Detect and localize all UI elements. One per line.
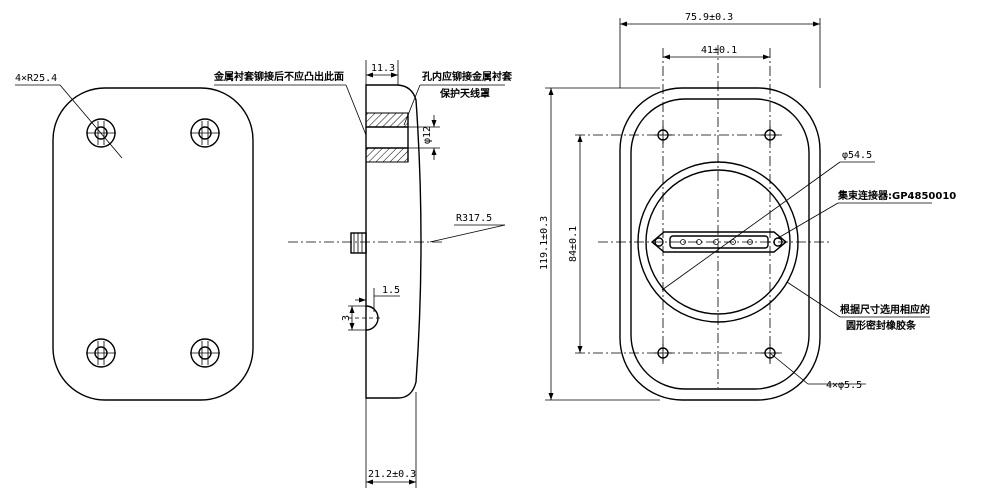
dim-notch-depth: 1.5 — [382, 285, 400, 296]
note-seal-line2: 圆形密封橡胶条 — [846, 319, 917, 332]
side-view-hatch-top — [365, 112, 409, 128]
corner-radius-label: 4×R25.4 — [15, 73, 57, 84]
side-view-connector-stub — [350, 232, 367, 254]
front-view: 4×R25.4 — [15, 73, 254, 401]
dim-total-thickness: 21.2±0.3 — [368, 469, 416, 480]
note-metal-sleeve: 金属衬套铆接后不应凸出此面 — [213, 70, 344, 83]
radius-leader-diagonal — [59, 84, 123, 159]
front-mount-hole-bottom-left — [86, 338, 116, 368]
side-view: 11.3 金属衬套铆接后不应凸出此面 孔内应铆接金属衬套 保护天线罩 φ12 R… — [213, 60, 513, 488]
note-hole-line2: 保护天线罩 — [439, 87, 490, 100]
bundle-connector — [650, 231, 788, 253]
dim-curvature-radius: R317.5 — [456, 213, 492, 224]
back-view-outer-outline — [619, 87, 821, 401]
dim-hole-diameter: φ12 — [422, 126, 433, 144]
side-view-body-outline — [365, 84, 422, 399]
dim-top-thickness: 11.3 — [371, 63, 395, 74]
dim-seal-diameter: φ54.5 — [842, 150, 872, 161]
note-seal-line1: 根据尺寸选用相应的 — [840, 303, 930, 316]
seal-circle-inner — [645, 169, 791, 315]
dim-overall-width: 75.9±0.3 — [685, 12, 733, 23]
note-bundle-connector: 集束连接器:GP4850010 — [837, 189, 956, 202]
front-mount-hole-bottom-right — [190, 338, 220, 368]
dim-hole-vertical-spacing: 84±0.1 — [568, 226, 579, 262]
dim-notch-height: 3 — [341, 315, 352, 321]
back-view: 75.9±0.3 41±0.1 119.1±0.3 84±0.1 φ54.5 集… — [539, 12, 956, 401]
note-hole-line1: 孔内应铆接金属衬套 — [422, 70, 513, 83]
back-view-inner-outline — [630, 98, 810, 390]
front-view-outline — [52, 87, 254, 401]
front-mount-hole-top-right — [190, 118, 220, 148]
dim-hole-spacing: 41±0.1 — [701, 45, 737, 56]
seal-circle-outer — [637, 161, 799, 323]
dim-back-holes: 4×φ5.5 — [826, 380, 862, 391]
dim-overall-height: 119.1±0.3 — [539, 216, 550, 270]
side-view-hatch-bottom — [365, 147, 409, 163]
